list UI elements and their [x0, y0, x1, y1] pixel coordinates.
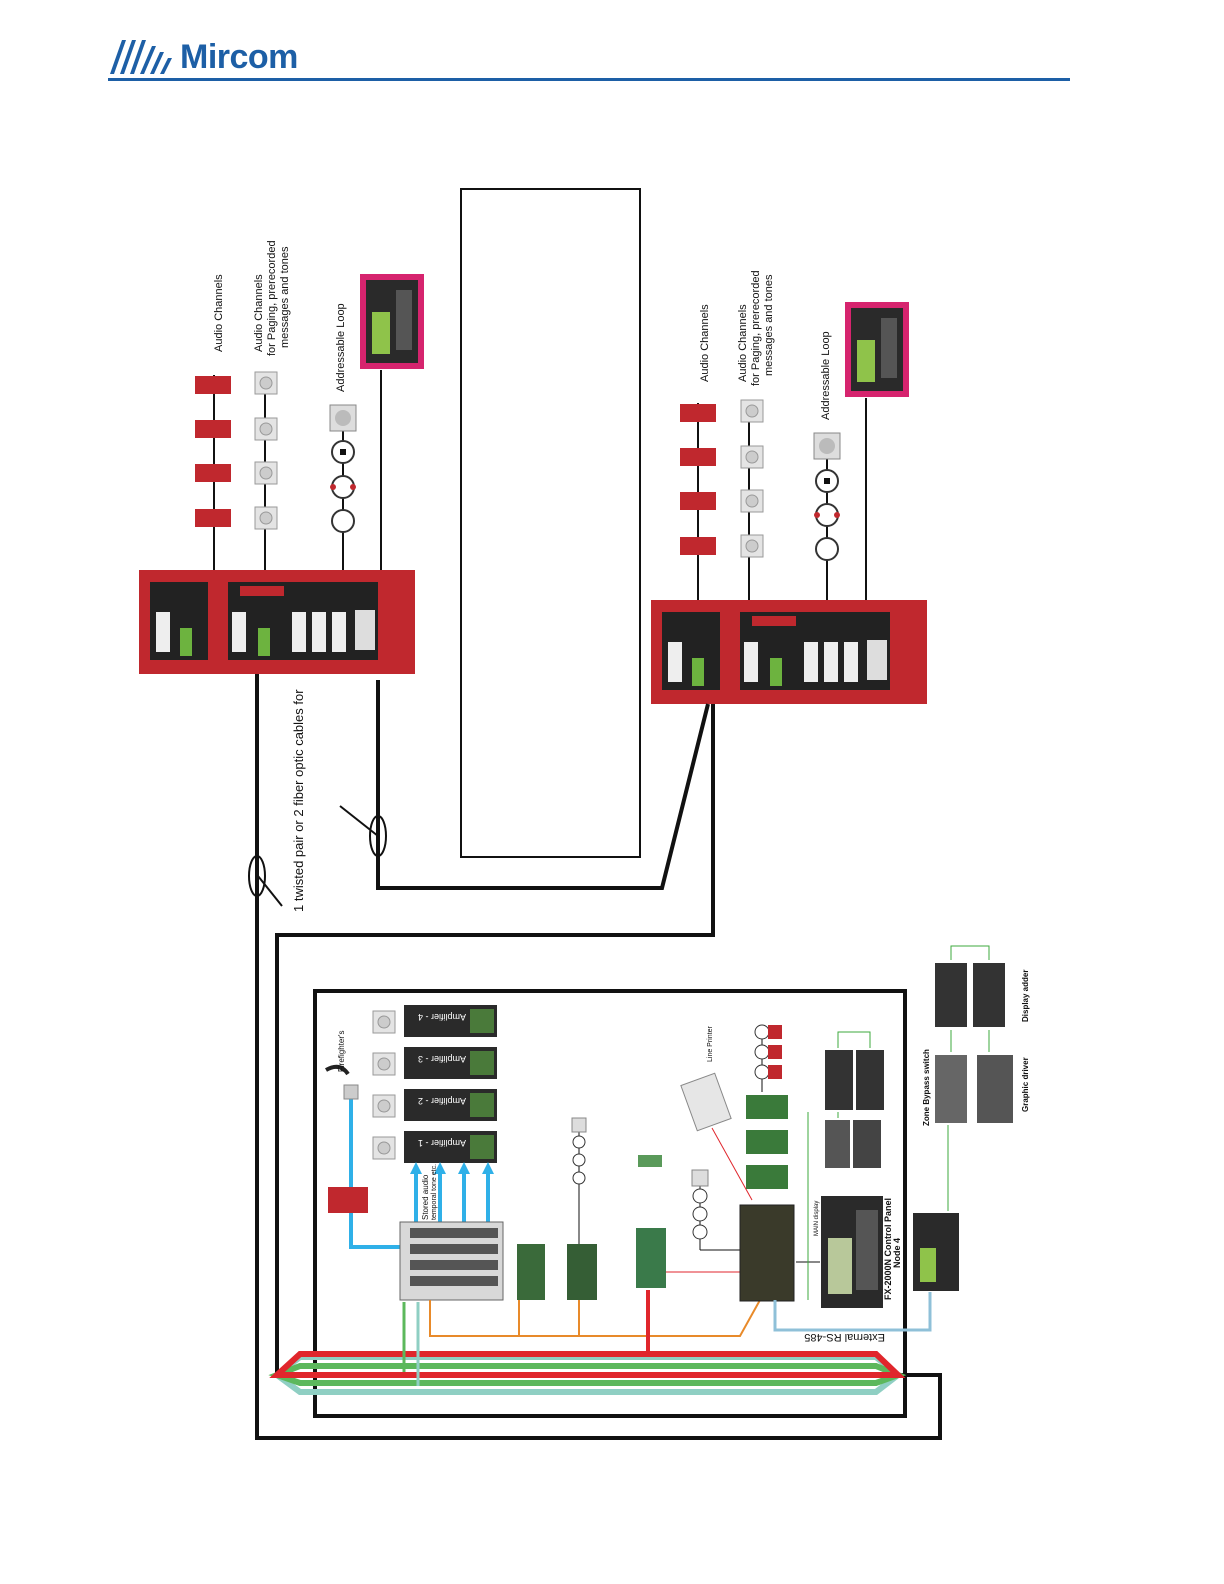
amplifier-label: Amplifier - 3 — [418, 1054, 466, 1064]
line-printer-label: Line Printer — [707, 1026, 714, 1062]
top-node: Audio Channels Audio Channels for Paging… — [139, 240, 424, 674]
adder-module-icon — [746, 1095, 788, 1189]
control-panel-label-1: FX-2000N Control Panel — [883, 1198, 893, 1300]
stored-audio-label-2: temporal tone etc. — [431, 1164, 438, 1220]
network-ring — [268, 1351, 907, 1395]
relay-devices — [754, 1024, 782, 1092]
cable-note: 1 twisted pair or 2 fiber optic cables f… — [291, 689, 306, 912]
paging-label-line-1: Audio Channels — [737, 304, 749, 382]
small-device-chain — [571, 1117, 587, 1244]
paging-label-line-2: for Paging, prerecorded — [750, 270, 762, 386]
amplifier-label: Amplifier - 1 — [418, 1138, 466, 1148]
zone-bypass-label: Zone Bypass switch — [922, 1049, 931, 1126]
paging-label-line-2: for Paging, prerecorded — [266, 240, 278, 356]
external-annunciator-icon — [913, 1213, 959, 1291]
remote-annunciator-icon — [360, 274, 424, 369]
annunciator-modules — [825, 1031, 884, 1168]
main-board-icon — [739, 1204, 795, 1302]
graphic-driver-icon — [977, 1055, 1013, 1123]
network-cables — [255, 674, 942, 1440]
main-display-icon — [821, 1196, 883, 1308]
audio-module-icon — [195, 376, 231, 527]
bus-module-icon — [517, 1155, 666, 1300]
addressable-device-icon — [329, 404, 357, 533]
loop-devices — [691, 1169, 740, 1251]
audio-card-cage-icon — [399, 1221, 504, 1301]
fire-alarm-panel-icon — [139, 570, 415, 674]
speaker-icon — [740, 399, 764, 558]
main-display-label: MAIN display — [814, 1201, 820, 1236]
graphic-driver-label: Graphic driver — [1021, 1057, 1030, 1112]
cable-ties — [248, 805, 387, 907]
audio-channels-label: Audio Channels — [213, 274, 225, 352]
control-panel-label-2: Node 4 — [892, 1238, 902, 1268]
display-adder-icon — [935, 945, 1005, 1052]
stored-audio-label-1: Stored audio — [421, 1174, 430, 1220]
main-panel-frame — [313, 989, 907, 1418]
speaker-icon — [254, 371, 278, 530]
audio-module-icon — [328, 1187, 368, 1213]
addressable-device-icon — [813, 432, 841, 561]
paging-label-line-1: Audio Channels — [253, 274, 265, 352]
amplifier-1: Amplifier - 1 — [404, 1131, 497, 1163]
amplifier-label: Amplifier - 4 — [418, 1012, 466, 1022]
page-header: Mircom — [0, 0, 1224, 90]
amplifier-2: Amplifier - 2 — [404, 1089, 497, 1121]
firefighters-label: Firefighter's — [337, 1030, 346, 1072]
display-adder-label: Display adder — [1021, 970, 1030, 1022]
orange-bus — [429, 1299, 761, 1337]
middle-node: Audio Channels Audio Channels for Paging… — [651, 270, 927, 704]
line-printer-icon — [680, 1072, 732, 1132]
cage-network-links — [402, 1302, 420, 1386]
remote-annunciator-icon — [845, 302, 909, 397]
amplifier-label: Amplifier - 2 — [418, 1096, 466, 1106]
paging-label-line-3: messages and tones — [763, 274, 775, 376]
header-rule — [108, 78, 1070, 81]
audio-module-icon — [680, 404, 716, 555]
amplifiers: Amplifier - 4 Amplifier - 3 Amplifier - … — [404, 1005, 497, 1163]
mircom-logo-icon — [110, 40, 172, 74]
zone-bypass-icon — [935, 1055, 967, 1123]
addressable-loop-label: Addressable Loop — [820, 331, 832, 420]
fire-alarm-panel-icon — [651, 600, 927, 704]
paging-label-line-3: messages and tones — [279, 246, 291, 348]
rs485-label: External RS-485 — [804, 1331, 885, 1343]
firefighter-phone-icon — [325, 1064, 359, 1100]
speaker-icon — [372, 1010, 396, 1160]
brand-name: Mircom — [180, 38, 298, 76]
rs485-link — [773, 1292, 932, 1332]
amplifier-3: Amplifier - 3 — [404, 1047, 497, 1079]
addressable-loop-label: Addressable Loop — [335, 303, 347, 392]
amplifier-4: Amplifier - 4 — [404, 1005, 497, 1037]
audio-arrowheads — [410, 1162, 494, 1174]
audio-channels-label: Audio Channels — [699, 304, 711, 382]
blank-frame — [460, 188, 641, 858]
audio-links — [349, 1096, 490, 1249]
